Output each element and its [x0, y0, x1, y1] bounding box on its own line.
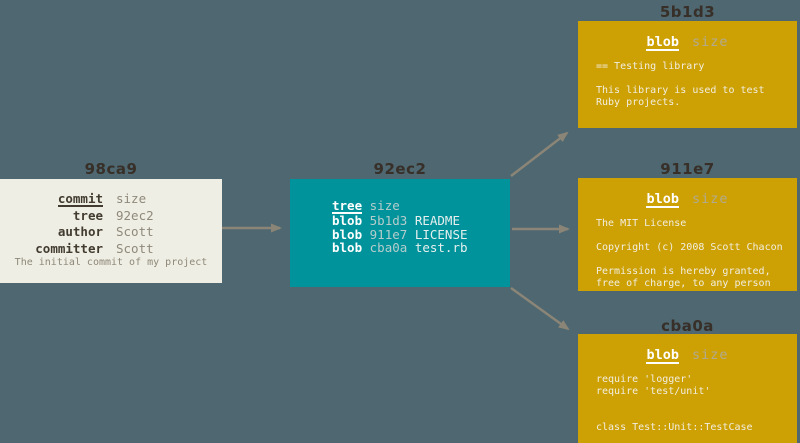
- tree-entry-hash: cba0a: [369, 240, 408, 256]
- tree-entry-hash: 5b1d3: [369, 213, 408, 229]
- tree-entry-type: blob: [332, 226, 363, 242]
- tree-entry-file: README: [414, 213, 460, 229]
- blob-content-line: [596, 254, 797, 266]
- commit-field-key: commit: [57, 191, 103, 208]
- blob-content-line: free of charge, to any person: [596, 278, 771, 290]
- blob-content-line: Permission is hereby granted,: [596, 266, 771, 278]
- blob-content-line: Copyright (c) 2008 Scott Chacon: [596, 242, 783, 254]
- blob-object-box-5b1d3: blob size == Testing library This library…: [578, 21, 797, 128]
- blob-content: The MIT License Copyright (c) 2008 Scott…: [578, 218, 797, 290]
- tree-hash-label: 92ec2: [373, 160, 427, 178]
- arrow-tree-to-blob-cba0a: [510, 286, 570, 331]
- commit-field-row: author Scott: [0, 224, 222, 241]
- blob-type: blob: [646, 191, 679, 209]
- tree-entry-file: LICENSE: [414, 226, 468, 242]
- commit-field-row: committer Scott: [0, 241, 222, 258]
- blob-type: blob: [646, 34, 679, 52]
- commit-hash-label: 98ca9: [84, 160, 138, 178]
- blob-header: blob size: [578, 178, 797, 209]
- blob-content: == Testing library This library is used …: [578, 61, 797, 109]
- commit-message: The initial commit of my project: [14, 257, 208, 268]
- blob-object-box-cba0a: blob size require 'logger' require 'test/…: [578, 334, 797, 443]
- blob-size: size: [692, 34, 729, 50]
- tree-entry-type: tree: [332, 198, 363, 215]
- tree-entry-row: tree size: [332, 198, 510, 215]
- blob-header: blob size: [578, 334, 797, 365]
- tree-entry-type: blob: [332, 240, 363, 256]
- blob-content-line: require 'test/unit': [596, 386, 711, 398]
- blob-content-line: [596, 410, 797, 422]
- blob-content-line: Ruby projects.: [596, 97, 681, 109]
- blob-content: require 'logger' require 'test/unit' cla…: [578, 374, 797, 434]
- blob-content-line: class Test::Unit::TestCase: [596, 422, 753, 434]
- blob-size: size: [692, 347, 729, 363]
- blob-type: blob: [646, 347, 679, 365]
- blob-content-line: The MIT License: [596, 218, 687, 230]
- tree-entry-file: test.rb: [414, 240, 468, 256]
- commit-field-value: Scott: [116, 240, 154, 256]
- blob-object-box-911e7: blob size The MIT License Copyright (c) 2…: [578, 178, 797, 291]
- commit-field-value: Scott: [116, 224, 154, 239]
- blob-header: blob size: [578, 21, 797, 52]
- blob-content-line: == Testing library: [596, 61, 705, 73]
- commit-field-value: size: [116, 191, 147, 206]
- tree-entry-hash: size: [369, 198, 400, 213]
- blob-content-line: [596, 398, 797, 410]
- tree-entry-row: blob cba0a test.rb: [332, 241, 510, 255]
- blob-content-line: [596, 73, 797, 85]
- blob-size: size: [692, 191, 729, 207]
- tree-object-box: tree size blob 5b1d3 README blob 911e7 L…: [290, 179, 510, 287]
- blob-hash-label-cba0a: cba0a: [661, 317, 714, 335]
- commit-field-key: committer: [35, 240, 103, 256]
- arrow-tree-to-blob-5b1d3: [510, 131, 569, 177]
- tree-entry-type: blob: [332, 213, 363, 229]
- blob-content-line: This library is used to test: [596, 85, 765, 97]
- blob-content-line: [596, 230, 797, 242]
- commit-field-row: commit size: [0, 191, 222, 208]
- tree-entry-row: blob 5b1d3 README: [332, 214, 510, 228]
- commit-field-row: tree 92ec2: [0, 208, 222, 225]
- blob-content-line: require 'logger': [596, 374, 693, 386]
- commit-field-value: 92ec2: [116, 207, 154, 223]
- blob-hash-label-911e7: 911e7: [660, 160, 715, 178]
- commit-field-key: author: [57, 224, 103, 239]
- blob-hash-label-5b1d3: 5b1d3: [659, 3, 716, 21]
- tree-entry-hash: 911e7: [369, 226, 408, 242]
- tree-entries: tree size blob 5b1d3 README blob 911e7 L…: [290, 179, 510, 255]
- tree-entry-row: blob 911e7 LICENSE: [332, 226, 510, 242]
- commit-field-key: tree: [72, 207, 103, 223]
